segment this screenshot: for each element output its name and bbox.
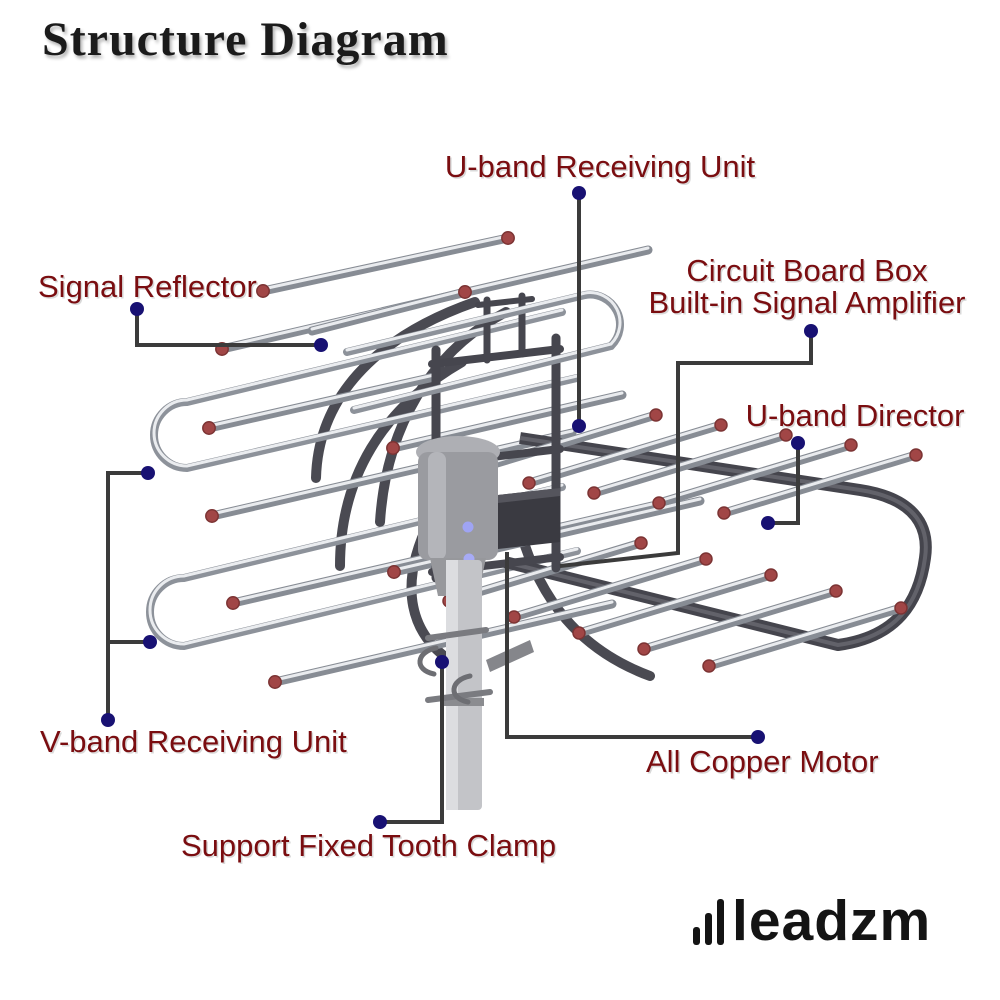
motor-housing (416, 436, 500, 596)
antenna-body (146, 231, 932, 810)
leader-u-band-director (761, 436, 805, 530)
label-circuit-board-box-line2: Built-in Signal Amplifier (648, 285, 966, 320)
label-support-fixed-tooth-clamp: Support Fixed Tooth Clamp (181, 828, 557, 863)
leader-all-copper-motor (505, 552, 765, 744)
brand-logo-text: leadzm (732, 889, 932, 954)
page-title: Structure Diagram (42, 13, 449, 66)
leader-signal-reflector (130, 302, 328, 352)
leader-u-band-receiving-unit (572, 186, 586, 433)
label-all-copper-motor: All Copper Motor (646, 744, 879, 779)
tooth-clamp (417, 627, 534, 705)
circuit-board-box-part (498, 488, 560, 549)
label-v-band-receiving-unit: V-band Receiving Unit (40, 724, 347, 759)
label-circuit-board-box: Circuit Board Box Built-in Signal Amplif… (618, 255, 996, 319)
label-u-band-director: U-band Director (745, 398, 965, 433)
label-signal-reflector: Signal Reflector (38, 269, 257, 304)
support-mast (444, 560, 484, 810)
u-band-boom-frame (503, 432, 932, 651)
top-hairpin-element (343, 290, 624, 414)
leader-support-fixed-tooth-clamp (373, 655, 449, 829)
leader-v-band-receiving-unit (101, 466, 157, 727)
label-circuit-board-box-line1: Circuit Board Box (686, 253, 928, 288)
brand-logo: leadzm (693, 889, 932, 954)
signal-bars-icon (693, 899, 724, 945)
label-u-band-receiving-unit: U-band Receiving Unit (444, 149, 756, 184)
v-band-loop-elements (146, 308, 581, 651)
motor-led (462, 521, 474, 533)
leader-circuit-board-box (559, 324, 818, 568)
